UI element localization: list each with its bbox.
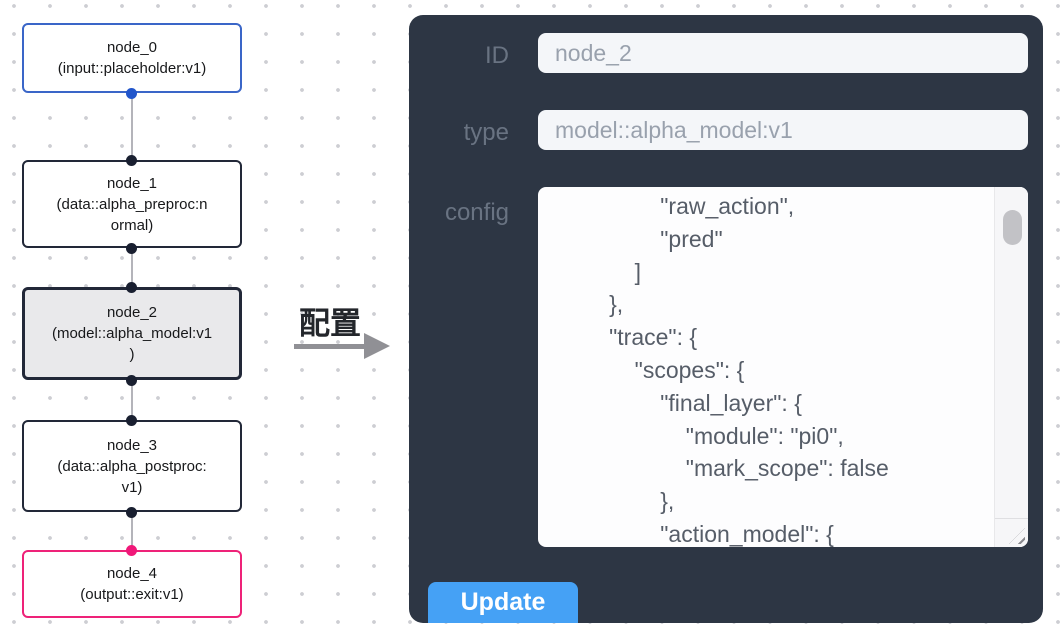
node-config-panel: ID type config "raw_action", "pred" ] },… (409, 15, 1043, 623)
flow-node-node_0[interactable]: node_0 (input::placeholder:v1) (22, 23, 242, 93)
edge-node0-node1 (131, 93, 133, 160)
node-label: node_0 (input::placeholder:v1) (57, 39, 207, 77)
edge-node3-node4 (131, 512, 133, 550)
right-arrow-head-icon (364, 333, 390, 359)
node-label: node_1 (data::alpha_preproc:n ormal) (56, 174, 208, 234)
scrollbar-track[interactable] (994, 187, 1028, 547)
id-input[interactable] (538, 33, 1028, 73)
node-label: node_3 (data::alpha_postproc: v1) (57, 436, 207, 496)
flow-node-node_3[interactable]: node_3 (data::alpha_postproc: v1) (22, 420, 242, 512)
flow-node-node_1[interactable]: node_1 (data::alpha_preproc:n ormal) (22, 160, 242, 248)
config-json-content: "raw_action", "pred" ] }, "trace": { "sc… (609, 193, 889, 547)
type-field-label: type (463, 119, 509, 146)
connection-handle-node2-top[interactable] (126, 282, 137, 293)
config-textarea[interactable]: "raw_action", "pred" ] }, "trace": { "sc… (538, 187, 1028, 547)
connection-handle-node4-top[interactable] (126, 545, 137, 556)
connection-handle-node3-bottom[interactable] (126, 507, 137, 518)
scrollbar-corner (995, 518, 1028, 547)
node-label: node_2 (model::alpha_model:v1 ) (51, 304, 213, 363)
config-field-label: config (444, 199, 509, 226)
flow-node-node_2-selected[interactable]: node_2 (model::alpha_model:v1 ) (22, 287, 242, 380)
edge-node1-node2 (131, 248, 133, 287)
edge-node2-node3 (131, 380, 133, 420)
connection-handle-node2-bottom[interactable] (126, 375, 137, 386)
configure-label: 配置 (299, 306, 361, 341)
connection-handle-node1-bottom[interactable] (126, 243, 137, 254)
connection-handle-node0-bottom[interactable] (126, 88, 137, 99)
id-field-label: ID (485, 42, 509, 69)
scrollbar-thumb[interactable] (1003, 210, 1022, 245)
flow-node-node_4[interactable]: node_4 (output::exit:v1) (22, 550, 242, 618)
connection-handle-node1-top[interactable] (126, 155, 137, 166)
type-input[interactable] (538, 110, 1028, 150)
node-label: node_4 (output::exit:v1) (80, 565, 184, 603)
update-button[interactable]: Update (428, 582, 578, 623)
right-arrow-icon (294, 344, 364, 349)
connection-handle-node3-top[interactable] (126, 415, 137, 426)
